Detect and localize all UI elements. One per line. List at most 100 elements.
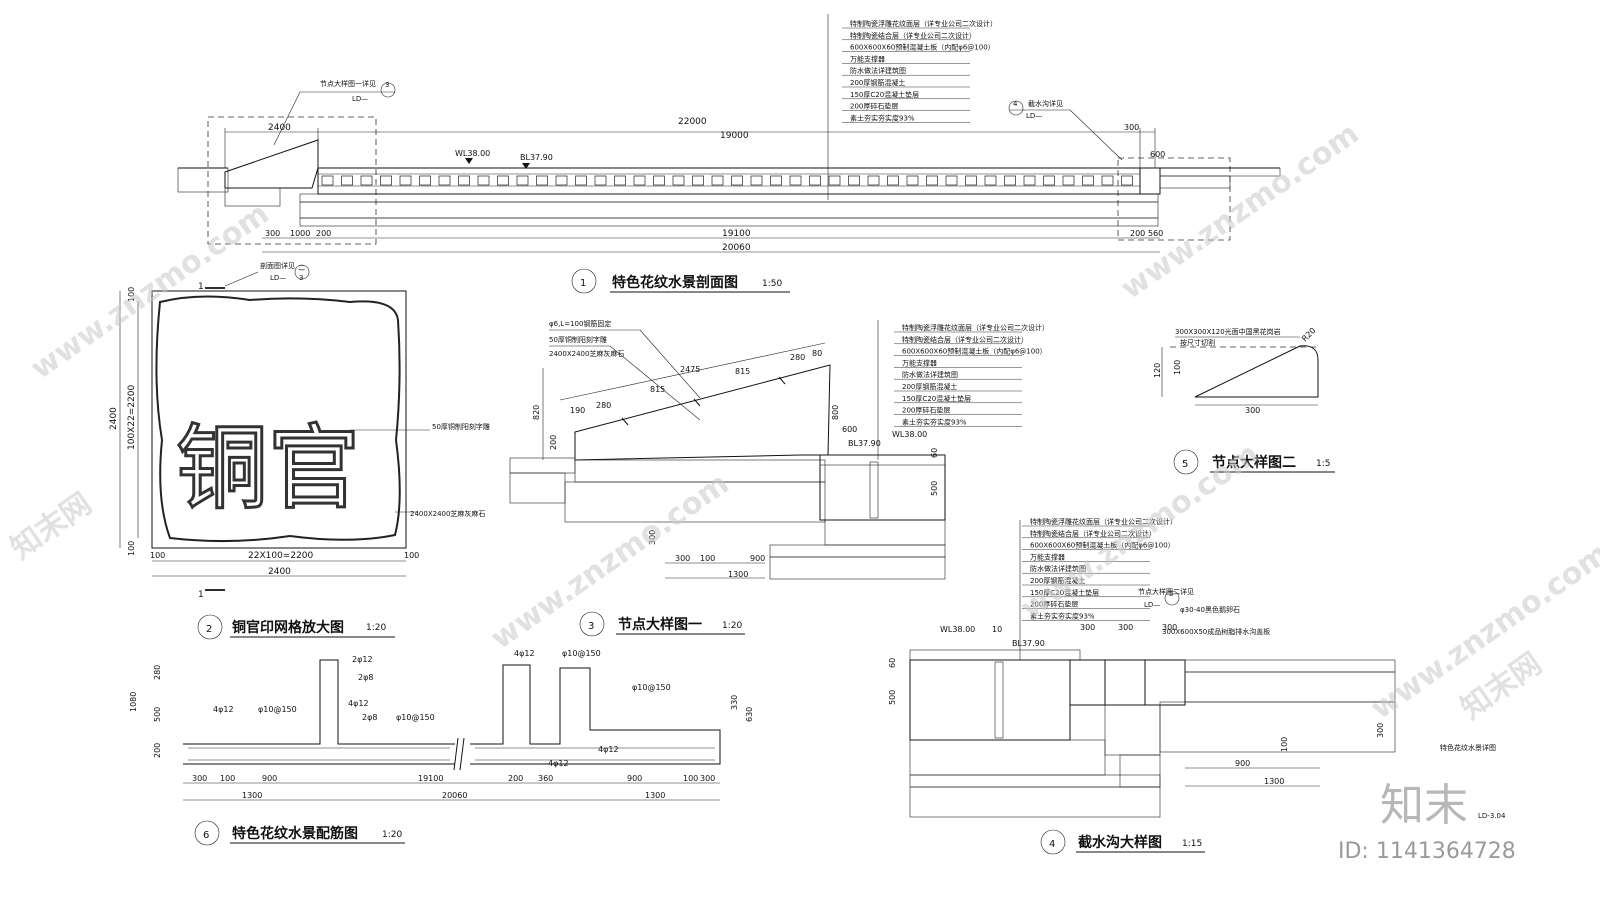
rebar-r7: 4φ12 xyxy=(348,699,369,708)
s6-title: 特色花纹水景配筋图 xyxy=(232,825,358,842)
dim-100-bot: 100 xyxy=(127,541,136,556)
callout-node2-ref: 5 xyxy=(1169,590,1173,598)
layer-label: 特制陶瓷结合层（详专业公司二次设计） xyxy=(902,335,1028,344)
layer-label: 万能支撑器 xyxy=(902,358,937,367)
dim-500-6: 500 xyxy=(153,707,162,722)
pool-cell xyxy=(926,175,938,186)
dim-20060-6: 20060 xyxy=(442,791,467,800)
layer-label: 600X600X60预制混凝土板（内配φ6@100） xyxy=(1030,541,1175,550)
layer-label: 防水做法详建筑图 xyxy=(1030,564,1086,573)
s4-scale: 1:15 xyxy=(1182,839,1202,849)
dim-900-6: 900 xyxy=(262,774,277,783)
dim-300c: 300 xyxy=(1162,623,1177,632)
layer-label: 万能支撑器 xyxy=(1030,552,1065,561)
cut-mark-bot: 1 xyxy=(198,590,204,600)
dim-280: 280 xyxy=(790,353,805,362)
layer-label: 防水做法详建筑图 xyxy=(902,370,958,379)
pool-cell xyxy=(419,175,431,186)
layer-label: 150厚C20混凝土垫层 xyxy=(1030,588,1099,597)
dim-1300b-6: 1300 xyxy=(645,791,665,800)
dim-grid-v: 100X22=2200 xyxy=(127,384,137,450)
rebar-labels: 2φ12 2φ8 4φ12 φ10@150 2φ8 φ10@150 4φ12 4… xyxy=(213,649,671,768)
s1-num: 1 xyxy=(580,278,586,289)
dim-300: 300 xyxy=(1124,123,1139,132)
layer-label: 万能支撑器 xyxy=(850,54,885,63)
layer-label: 特制陶瓷结合层（详专业公司二次设计） xyxy=(850,31,976,40)
note-dowel: φ6,L=100钢筋固定 xyxy=(549,319,611,328)
rebar-r6: φ10@150 xyxy=(396,713,435,722)
dim-100-6: 100 xyxy=(220,774,235,783)
bl-label-4: BL37.90 xyxy=(1012,639,1045,648)
pool-cell xyxy=(1023,175,1036,186)
watermark-4: www.znzmo.com xyxy=(1115,116,1366,306)
pool-cell xyxy=(653,175,665,186)
dim-10: 10 xyxy=(992,625,1002,634)
pool-cell xyxy=(945,175,958,186)
dim-900-4: 900 xyxy=(1235,759,1250,768)
dim-100-s5: 100 xyxy=(1173,360,1182,375)
dim-b200: 200 xyxy=(316,229,331,238)
dim-200-6: 200 xyxy=(153,743,162,758)
dim-300-6: 300 xyxy=(192,774,207,783)
pool-cell xyxy=(321,175,334,186)
layer-label: 素土夯实夯实度93% xyxy=(902,417,967,426)
dim-20060: 20060 xyxy=(722,243,751,253)
dim-815b: 815 xyxy=(735,367,750,376)
section-1-long-section: 2400 22000 19000 300 600 WL38.00 BL37.90… xyxy=(177,14,1281,294)
dim-2475: 2475 xyxy=(680,365,700,374)
layer-label: 特制陶瓷浮雕花纹面层（详专业公司二次设计） xyxy=(902,323,1049,332)
pool-cell xyxy=(965,175,977,186)
layer-label: 200厚碎石垫层 xyxy=(850,102,898,111)
s5-num: 5 xyxy=(1182,459,1188,470)
dim-b1000: 1000 xyxy=(290,229,310,238)
dim-19000: 19000 xyxy=(720,131,749,141)
pool-cell xyxy=(477,175,490,186)
rebar-r12: 4φ12 xyxy=(548,759,569,768)
pool-cell xyxy=(770,175,782,186)
bl-label: BL37.90 xyxy=(520,153,553,162)
dim-b300: 300 xyxy=(265,229,280,238)
dim-80: 80 xyxy=(812,349,822,358)
layer-label: 600X600X60预制混凝土板（内配φ6@100） xyxy=(902,347,1047,356)
rebar-r11: 4φ12 xyxy=(598,745,619,754)
callout-node2-ld: LD— xyxy=(1144,601,1160,609)
layer-label: 特制陶瓷浮雕花纹面层（详专业公司二次设计） xyxy=(850,19,997,28)
dim-19100-6: 19100 xyxy=(418,774,443,783)
layer-label: 200厚碎石垫层 xyxy=(1030,600,1078,609)
pool-cell xyxy=(809,175,821,186)
pool-cell xyxy=(594,175,607,186)
dim-2400-h: 2400 xyxy=(268,567,291,577)
radius-r20: R20 xyxy=(1300,326,1318,344)
wl-label-4: WL38.00 xyxy=(940,625,975,634)
dim-280-6: 280 xyxy=(153,665,162,680)
rebar-r3: 4φ12 xyxy=(213,705,234,714)
cut-label: 剖面图详见 xyxy=(260,261,295,270)
callout-left-ld: LD— xyxy=(352,95,368,103)
layer-label: 150厚C20混凝土垫层 xyxy=(902,394,971,403)
dim-300b: 300 xyxy=(1118,623,1133,632)
pool-cell xyxy=(341,175,353,186)
pool-cell xyxy=(555,175,568,186)
section-6-rebar: 2φ12 2φ8 4φ12 φ10@150 2φ8 φ10@150 4φ12 4… xyxy=(129,649,754,846)
dim-815a: 815 xyxy=(650,385,665,394)
pool-cell xyxy=(750,175,763,186)
layer-label: 200厚钢筋混凝土 xyxy=(902,382,957,391)
dim-100-l: 100 xyxy=(150,551,165,560)
pool-cell xyxy=(1101,175,1114,186)
dim-330: 330 xyxy=(730,695,739,710)
pool-cell xyxy=(1121,175,1133,186)
layer-list-node1: 特制陶瓷浮雕花纹面层（详专业公司二次设计） 特制陶瓷结合层（详专业公司二次设计） 6… xyxy=(894,323,1049,427)
wl-label: WL38.00 xyxy=(455,149,490,158)
callout-right-ref: 4 xyxy=(1013,100,1018,108)
rebar-r2: 2φ8 xyxy=(358,673,373,682)
layer-label: 200厚碎石垫层 xyxy=(902,406,950,415)
s3-scale: 1:20 xyxy=(722,621,742,631)
note-granite-3: 2400X2400芝麻灰麻石 xyxy=(549,349,624,358)
s3-title: 节点大样图一 xyxy=(618,616,702,633)
brand-logo-text: 知末 xyxy=(1380,780,1468,831)
pool-cell xyxy=(380,175,392,186)
pool-cell xyxy=(399,175,412,186)
pool-cell xyxy=(984,175,997,186)
bl-label-3: BL37.90 xyxy=(848,439,881,448)
layer-label: 200厚钢筋混凝土 xyxy=(850,78,905,87)
